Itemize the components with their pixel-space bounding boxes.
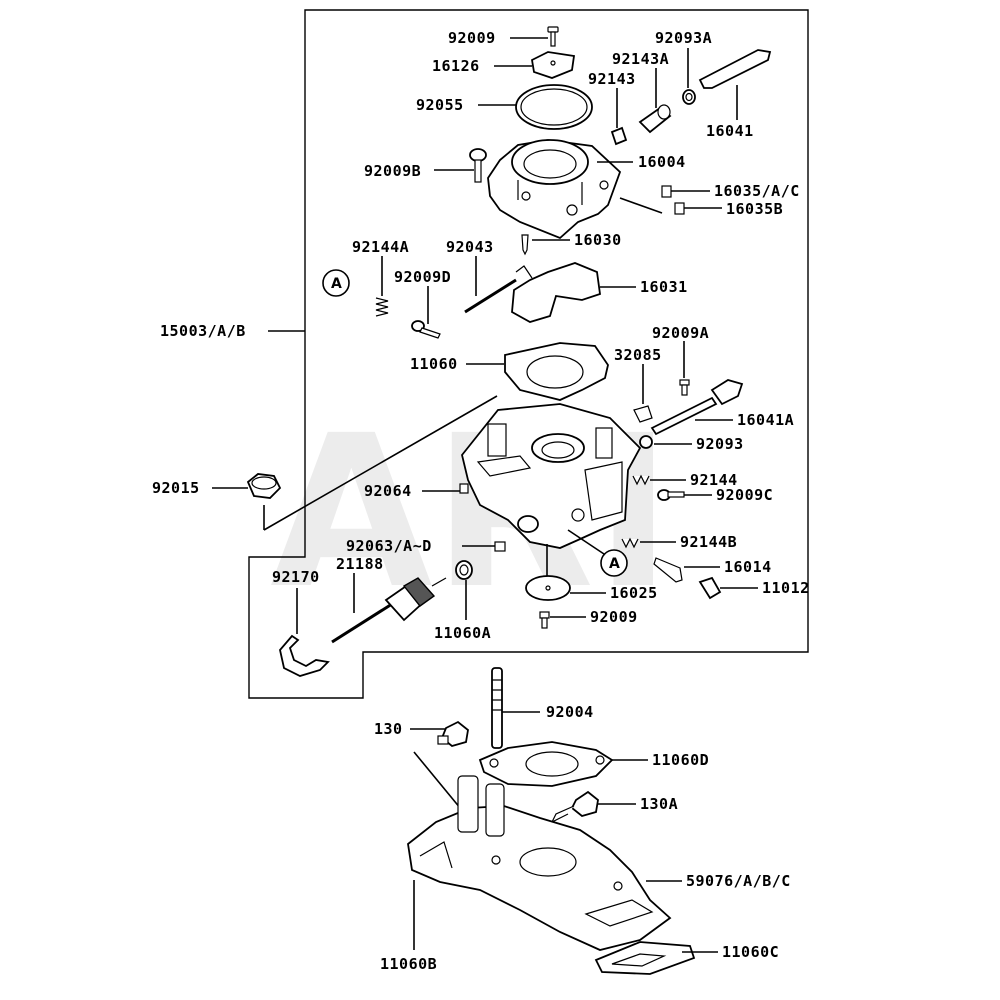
link-92015 [263,395,498,531]
screw-92009-top [547,26,559,47]
screw-92063 [494,541,506,552]
jet-16035AC [661,185,672,198]
label-16035AC: 16035/A/C [714,182,800,200]
marker-a-upper-letter: A [331,276,342,292]
label-16041A: 16041A [737,411,794,429]
shaft-16041A [650,379,744,436]
screw-92009A [679,379,690,396]
spring-92144A [375,297,389,317]
label-11060B: 11060B [380,955,437,973]
label-16126: 16126 [432,57,480,75]
label-11060A: 11060A [434,624,491,642]
gasket-11060 [504,342,609,401]
label-92093: 92093 [696,435,744,453]
label-92004: 92004 [546,703,594,721]
gasket-11060D [478,741,614,787]
screw-92009D [411,320,441,339]
label-16041: 16041 [706,122,754,140]
label-92143: 92143 [588,70,636,88]
jet-16035B [674,202,685,215]
screw-92009C [657,489,685,501]
label-92170: 92170 [272,568,320,586]
label-16004: 16004 [638,153,686,171]
label-16035B: 16035B [726,200,783,218]
assembly-boundary [248,9,809,699]
bolt-130A [550,790,599,824]
spring-92144 [632,474,650,486]
label-92063: 92063/A~D [346,537,432,555]
label-16030: 16030 [574,231,622,249]
screw-16014 [653,557,683,583]
label-92009-top: 92009 [448,29,496,47]
label-32085: 32085 [614,346,662,364]
clamp-92170 [279,634,330,677]
label-130: 130 [374,720,403,738]
throttle-body-16004 [487,139,622,240]
label-16025: 16025 [610,584,658,602]
lever-32085 [633,405,653,423]
bushing-92143A [638,104,672,134]
label-16031: 16031 [640,278,688,296]
needle-16030 [521,234,529,256]
bushing-92143 [610,126,628,146]
nut-92015 [246,473,282,499]
label-92009-bottom: 92009 [590,608,638,626]
plug-92064 [459,483,469,494]
intake-manifold [407,775,672,951]
label-92064: 92064 [364,482,412,500]
link-16035 [619,197,663,214]
screw-92009-bottom [539,611,550,629]
label-11060C: 11060C [722,943,779,961]
label-92009D: 92009D [394,268,451,286]
label-92009B: 92009B [364,162,421,180]
label-92143A: 92143A [612,50,669,68]
reference-marker-a-lower [600,549,628,577]
label-92055: 92055 [416,96,464,114]
bolt-130 [437,720,469,747]
label-15003AB: 15003/A/B [160,322,246,340]
spring-92144B [621,537,639,549]
shaft-16041 [698,49,772,89]
marker-a-lower-letter: A [609,556,620,572]
carburetor-body [461,403,642,549]
label-11060: 11060 [410,355,458,373]
label-92009A: 92009A [652,324,709,342]
pin-92043 [464,278,517,314]
label-59076: 59076/A/B/C [686,872,791,890]
label-11060D: 11060D [652,751,709,769]
label-21188: 21188 [336,555,384,573]
solenoid-21188 [331,577,447,644]
label-92144B: 92144B [680,533,737,551]
label-92093A: 92093A [655,29,712,47]
reference-marker-a-upper [322,269,350,297]
stud-92004 [491,667,503,749]
label-16014: 16014 [724,558,772,576]
label-92015: 92015 [152,479,200,497]
cap-11012 [698,576,722,600]
float-16031 [511,262,601,323]
label-92009C: 92009C [716,486,773,504]
plate-16025 [525,575,571,601]
label-92144A: 92144A [352,238,409,256]
label-92043: 92043 [446,238,494,256]
link-marker-a-lower [567,529,605,555]
label-92144: 92144 [690,471,738,489]
label-130A: 130A [640,795,678,813]
label-11012: 11012 [762,579,810,597]
screw-92009B [469,148,487,183]
washer-92093 [639,435,653,449]
gasket-11060C [594,941,696,975]
